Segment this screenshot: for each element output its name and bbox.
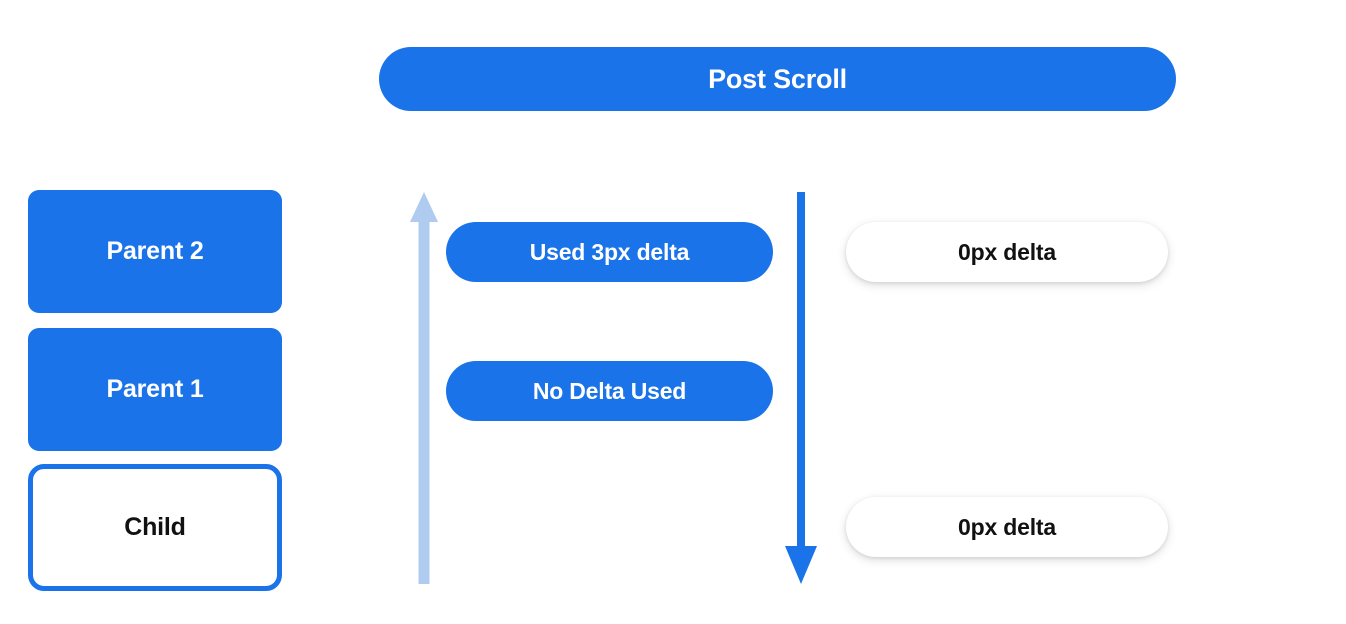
consumption-pill-no-delta[interactable]: No Delta Used [446, 361, 773, 421]
post-scroll-banner: Post Scroll [379, 47, 1176, 111]
scroll-chain-box-parent-2[interactable]: Parent 2 [28, 190, 282, 313]
consumption-pill-used-delta[interactable]: Used 3px delta [446, 222, 773, 282]
consumption-pill-used-delta-label: Used 3px delta [529, 238, 690, 265]
scroll-chain-box-parent-2-label: Parent 2 [106, 237, 204, 265]
scroll-chain-box-child[interactable]: Child [28, 464, 282, 591]
delta-pill-bottom-label: 0px delta [958, 513, 1056, 540]
scroll-chain-box-parent-1-label: Parent 1 [106, 375, 204, 403]
post-scroll-banner-label: Post Scroll [708, 63, 847, 94]
bubble-up-arrow-icon [410, 192, 438, 584]
delta-pill-top[interactable]: 0px delta [846, 222, 1168, 282]
scroll-chain-box-parent-1[interactable]: Parent 1 [28, 328, 282, 451]
dispatch-down-arrow-icon [785, 192, 817, 584]
scroll-chain-box-child-label: Child [124, 513, 186, 541]
consumption-pill-no-delta-label: No Delta Used [532, 377, 687, 404]
delta-pill-bottom[interactable]: 0px delta [846, 497, 1168, 557]
delta-pill-top-label: 0px delta [958, 238, 1056, 265]
